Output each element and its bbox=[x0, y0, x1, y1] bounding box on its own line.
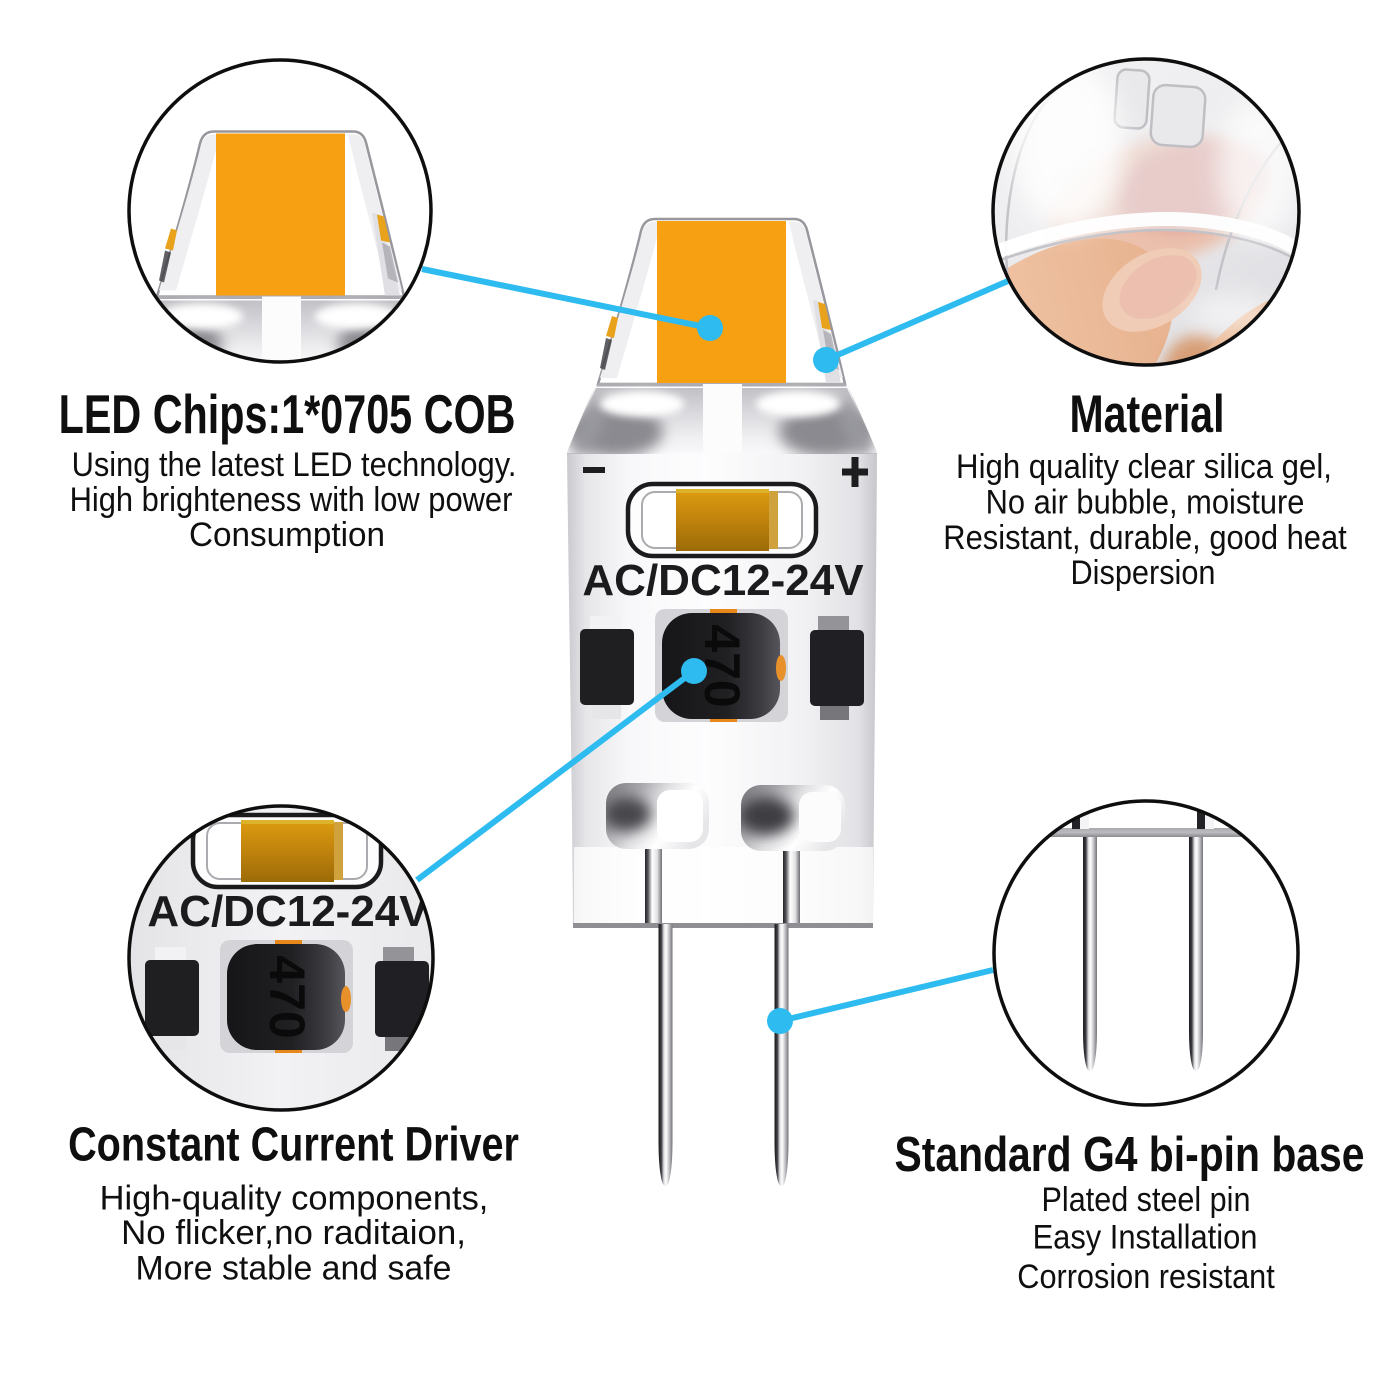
svg-text:LED Chips:1*0705 COB: LED Chips:1*0705 COB bbox=[59, 384, 516, 445]
svg-text:Using the latest LED technolog: Using the latest LED technology. bbox=[72, 446, 517, 484]
svg-text:Resistant, durable, good heat: Resistant, durable, good heat bbox=[943, 519, 1346, 557]
svg-text:Constant Current Driver: Constant Current Driver bbox=[68, 1118, 519, 1171]
svg-text:High-quality components,: High-quality components, bbox=[100, 1180, 489, 1218]
svg-text:Corrosion resistant: Corrosion resistant bbox=[1017, 1258, 1274, 1296]
svg-text:Easy Installation: Easy Installation bbox=[1033, 1218, 1258, 1256]
svg-text:Standard G4 bi-pin base: Standard G4 bi-pin base bbox=[895, 1126, 1365, 1181]
svg-text:High brighteness with low powe: High brighteness with low power bbox=[70, 481, 513, 519]
svg-text:More stable and safe: More stable and safe bbox=[136, 1249, 452, 1287]
svg-text:High quality clear silica gel,: High quality clear silica gel, bbox=[956, 447, 1332, 486]
svg-text:No air bubble, moisture: No air bubble, moisture bbox=[986, 483, 1305, 521]
svg-text:Material: Material bbox=[1070, 385, 1225, 444]
svg-text:Plated steel pin: Plated steel pin bbox=[1042, 1180, 1251, 1218]
svg-text:Dispersion: Dispersion bbox=[1071, 554, 1216, 592]
svg-text:No flicker,no raditaion,: No flicker,no raditaion, bbox=[121, 1214, 466, 1252]
svg-text:Consumption: Consumption bbox=[189, 517, 385, 554]
